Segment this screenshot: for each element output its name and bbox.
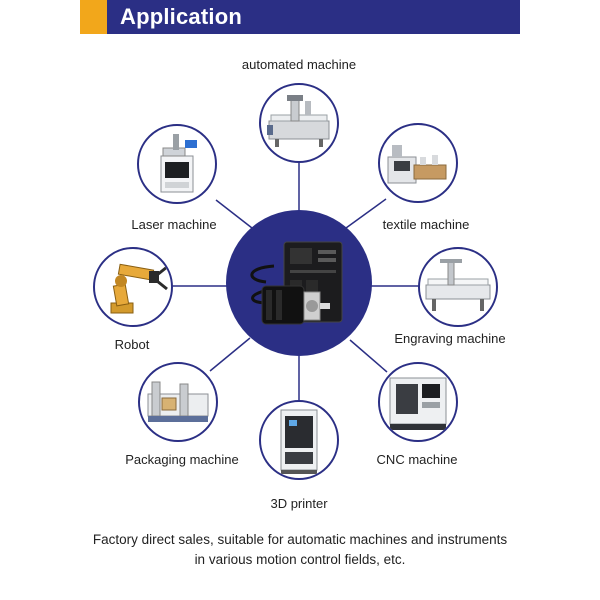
footer-line-2: in various motion control fields, etc. [194, 552, 406, 567]
node-automated-machine [259, 83, 339, 163]
node-packaging-machine [138, 362, 218, 442]
textile-machine-icon [387, 145, 447, 184]
label-automated-machine: automated machine [241, 57, 357, 72]
node-textile-machine [378, 123, 458, 203]
packaging-machine-icon [147, 381, 209, 422]
label-textile-machine: textile machine [382, 217, 470, 232]
header-accent-bar [80, 0, 107, 34]
connector-packaging [209, 337, 251, 372]
connector-textile [345, 198, 387, 229]
servo-motor-driver-icon [250, 241, 343, 325]
cnc-machine-icon [389, 377, 447, 430]
node-laser-machine [137, 124, 217, 204]
footer-line-1: Factory direct sales, suitable for autom… [92, 532, 508, 547]
engraving-machine-icon [425, 259, 491, 311]
servo-motor-hub [226, 210, 372, 356]
connector-laser [215, 199, 253, 229]
label-packaging-machine: Packaging machine [125, 452, 239, 467]
header-banner [80, 0, 520, 34]
label-3d-printer: 3D printer [270, 496, 328, 511]
node-engraving-machine [418, 247, 498, 327]
node-3d-printer [259, 400, 339, 480]
node-robot [93, 247, 173, 327]
label-cnc-machine: CNC machine [376, 452, 458, 467]
page-title: Application [120, 4, 242, 29]
label-robot: Robot [114, 337, 150, 352]
connector-cnc [349, 339, 388, 373]
robot-arm-icon [110, 263, 168, 314]
automated-machine-icon [267, 95, 330, 147]
label-laser-machine: Laser machine [131, 217, 217, 232]
label-engraving-machine: Engraving machine [394, 331, 506, 346]
node-cnc-machine [378, 362, 458, 442]
laser-machine-icon [160, 134, 197, 193]
3d-printer-icon [280, 409, 318, 474]
